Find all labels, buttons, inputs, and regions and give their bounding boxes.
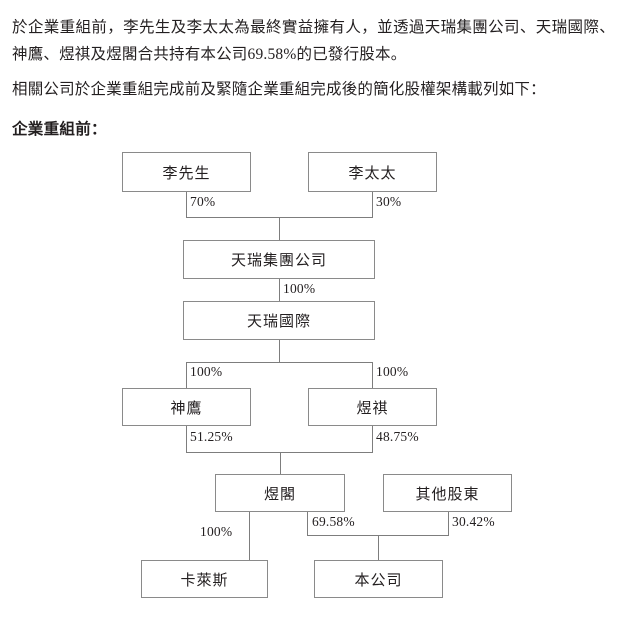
edge-shenying-down bbox=[186, 426, 187, 452]
node-tianrui-group[interactable]: 天瑞集團公司 bbox=[183, 240, 375, 279]
edge-label-100-b: 100% bbox=[190, 364, 223, 379]
edge-li-mr-down bbox=[186, 192, 187, 217]
edge-intl-split-bar bbox=[186, 362, 373, 363]
section-heading: 企業重組前： bbox=[12, 121, 107, 138]
edge-label-30-42: 30.42% bbox=[452, 514, 495, 529]
edge-label-100-d: 100% bbox=[200, 524, 233, 539]
edge-label-100-c: 100% bbox=[376, 364, 409, 379]
edge-label-51-25: 51.25% bbox=[190, 429, 233, 444]
node-li-mr[interactable]: 李先生 bbox=[122, 152, 251, 192]
edge-other-holders-down bbox=[448, 512, 449, 535]
node-yuqi[interactable]: 煜祺 bbox=[308, 388, 437, 426]
edge-intl-down bbox=[279, 340, 280, 362]
edge-label-69-58: 69.58% bbox=[312, 514, 355, 529]
edge-label-70: 70% bbox=[190, 194, 216, 209]
node-shenying[interactable]: 神鷹 bbox=[122, 388, 251, 426]
edge-subs-merge-bar bbox=[186, 452, 373, 453]
node-tianrui-intl[interactable]: 天瑞國際 bbox=[183, 301, 375, 340]
edge-yuqi-down bbox=[372, 426, 373, 452]
node-other-holders[interactable]: 其他股東 bbox=[383, 474, 512, 512]
intro-paragraph-2: 相關公司於企業重組完成前及緊隨企業重組完成後的簡化股權架構載列如下： bbox=[12, 81, 546, 98]
edge-label-100-a: 100% bbox=[283, 281, 316, 296]
node-yuge[interactable]: 煜閣 bbox=[215, 474, 345, 512]
edge-intl-to-shenying bbox=[186, 362, 187, 388]
edge-li-mrs-down bbox=[372, 192, 373, 217]
edge-label-30: 30% bbox=[376, 194, 402, 209]
edge-subs-to-yuge bbox=[280, 452, 281, 474]
edge-to-company bbox=[378, 535, 379, 560]
edge-parents-to-group bbox=[279, 217, 280, 240]
edge-intl-to-yuqi bbox=[372, 362, 373, 388]
node-kalaisi[interactable]: 卡萊斯 bbox=[141, 560, 268, 598]
edge-group-to-intl bbox=[279, 279, 280, 301]
edge-yuge-to-kalaisi bbox=[249, 512, 250, 560]
intro-paragraph-1: 於企業重組前，李先生及李太太為最終實益擁有人，並透過天瑞集團公司、天瑞國際、神鷹… bbox=[12, 19, 615, 63]
node-company[interactable]: 本公司 bbox=[314, 560, 443, 598]
edge-label-48-75: 48.75% bbox=[376, 429, 419, 444]
edge-yuge-down bbox=[307, 512, 308, 535]
node-li-mrs[interactable]: 李太太 bbox=[308, 152, 437, 192]
